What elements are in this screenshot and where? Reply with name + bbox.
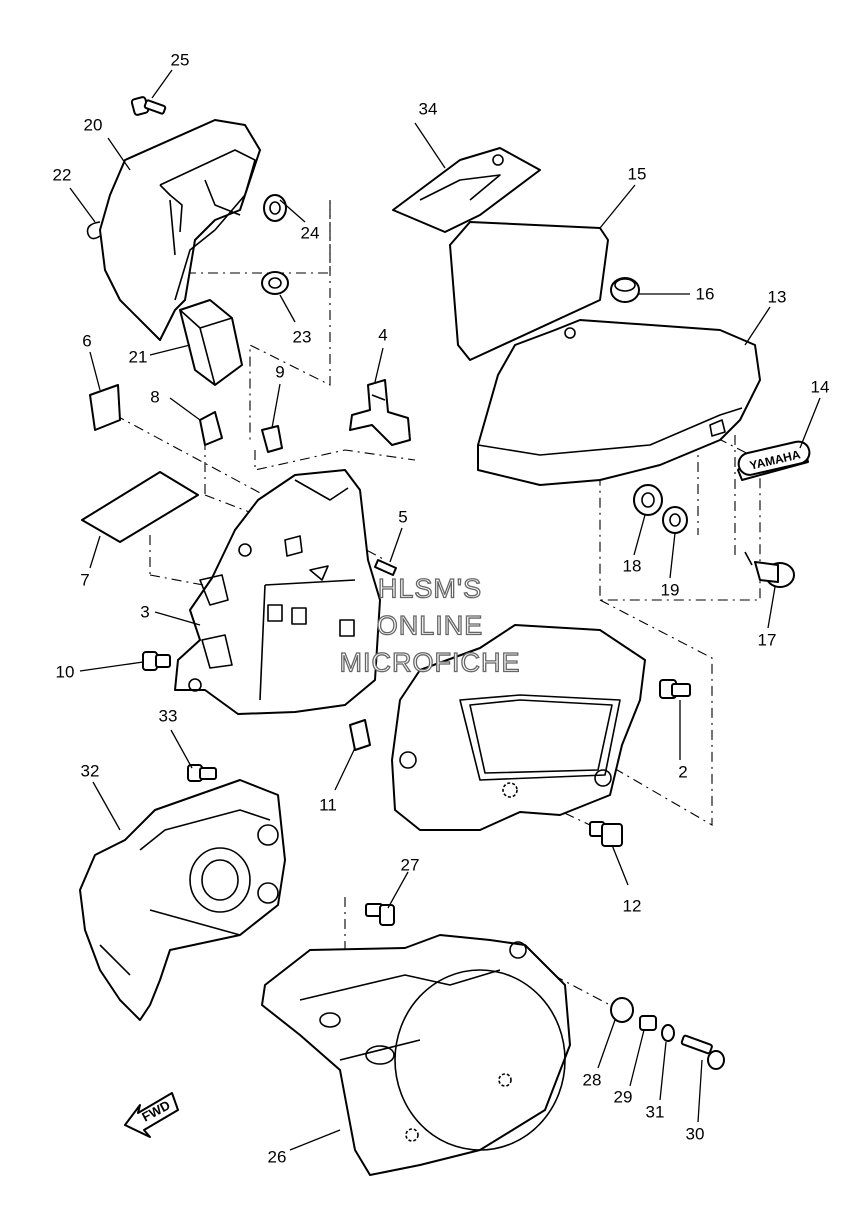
leader-lines	[69, 69, 821, 1151]
part-20-upper-cover	[99, 119, 261, 341]
callout-12: 12	[622, 896, 642, 916]
part-28-grommet	[610, 997, 634, 1023]
part-17-fastener	[744, 551, 795, 588]
part-10-bolt	[142, 651, 171, 671]
callout-13: 13	[767, 287, 787, 307]
callout-14: 14	[810, 377, 830, 397]
callout-22: 22	[52, 165, 72, 185]
callout-20: 20	[83, 115, 103, 135]
callout-15: 15	[627, 164, 647, 184]
callout-26: 26	[267, 1147, 287, 1167]
part-2-bolt	[659, 679, 691, 699]
callout-4: 4	[378, 325, 388, 345]
callout-25: 25	[170, 50, 190, 70]
callout-18: 18	[622, 556, 642, 576]
part-9-nut	[261, 425, 283, 453]
part-16-grommet	[610, 277, 640, 303]
part-13-side-cover	[477, 319, 761, 486]
callout-17: 17	[757, 630, 777, 650]
callout-24: 24	[300, 223, 320, 243]
part-22-clip	[86, 221, 101, 240]
part-5-screw	[374, 559, 397, 576]
watermark-line-3: MICROFICHE	[339, 647, 521, 678]
part-30-bolt	[680, 1034, 725, 1070]
callout-3: 3	[140, 602, 150, 622]
part-7-pad	[81, 471, 199, 543]
callout-28: 28	[582, 1070, 602, 1090]
part-14-emblem	[737, 440, 811, 481]
callout-29: 29	[613, 1087, 633, 1107]
part-25-bolt	[130, 96, 167, 116]
part-24-grommet	[263, 194, 287, 222]
part-23-grommet	[261, 271, 289, 295]
callout-10: 10	[55, 662, 75, 682]
part-26-crankcase-cover	[261, 934, 571, 1176]
part-12-bolt	[589, 821, 623, 847]
part-21-damper	[179, 299, 243, 386]
part-32-sprocket-cover	[79, 779, 286, 1021]
fwd-arrow-icon	[124, 1092, 179, 1138]
callout-27: 27	[400, 855, 420, 875]
callout-21: 21	[128, 347, 148, 367]
part-8-damper	[199, 411, 223, 446]
callout-31: 31	[645, 1102, 665, 1122]
callout-34: 34	[418, 99, 438, 119]
part-4-bracket	[349, 379, 411, 446]
callout-19: 19	[660, 580, 680, 600]
part-11-nut	[349, 719, 371, 751]
callout-33: 33	[158, 706, 178, 726]
part-18-grommet	[633, 484, 663, 516]
part-6-pad	[89, 384, 121, 431]
callout-23: 23	[292, 327, 312, 347]
part-15-pad	[449, 221, 609, 361]
callout-6: 6	[82, 331, 92, 351]
part-3-battery-box	[174, 469, 381, 715]
part-33-bolt	[187, 764, 217, 782]
callout-5: 5	[398, 507, 408, 527]
callout-7: 7	[80, 570, 90, 590]
part-19-collar	[662, 506, 688, 534]
part-29-collar	[639, 1015, 657, 1031]
callout-32: 32	[80, 761, 100, 781]
callout-8: 8	[150, 387, 160, 407]
callout-30: 30	[685, 1124, 705, 1144]
callout-2: 2	[678, 762, 688, 782]
part-34-pad	[392, 147, 541, 233]
part-27-bolt	[365, 903, 395, 926]
callout-9: 9	[275, 362, 285, 382]
callout-16: 16	[695, 284, 715, 304]
part-1-air-box	[391, 624, 646, 831]
watermark-line-1: HLSM'S	[377, 573, 483, 604]
callout-11: 11	[319, 795, 337, 815]
watermark-line-2: ONLINE	[376, 610, 484, 641]
part-31-washer	[661, 1024, 675, 1042]
